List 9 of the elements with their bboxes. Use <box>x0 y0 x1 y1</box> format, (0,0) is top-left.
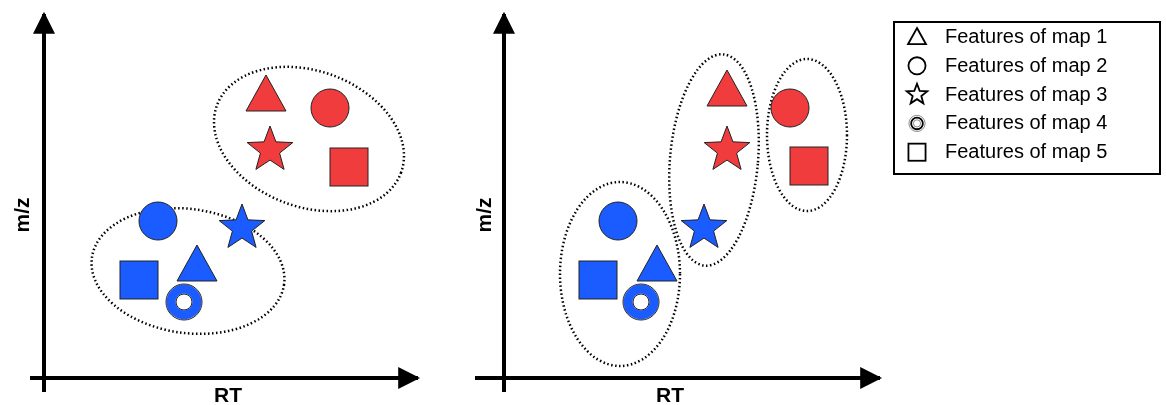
legend-text: Features of map 3 <box>945 82 1108 106</box>
legend-text: Features of map 5 <box>945 140 1108 164</box>
legend-text: Features of map 2 <box>945 53 1108 77</box>
legend-text: Features of map 1 <box>945 25 1108 48</box>
axis-label: RT <box>214 383 242 405</box>
axis-label: RT <box>656 383 684 405</box>
legend-text: Features of map 4 <box>945 111 1108 135</box>
axis-label: m/z <box>472 197 496 233</box>
axis-label: m/z <box>10 197 34 233</box>
